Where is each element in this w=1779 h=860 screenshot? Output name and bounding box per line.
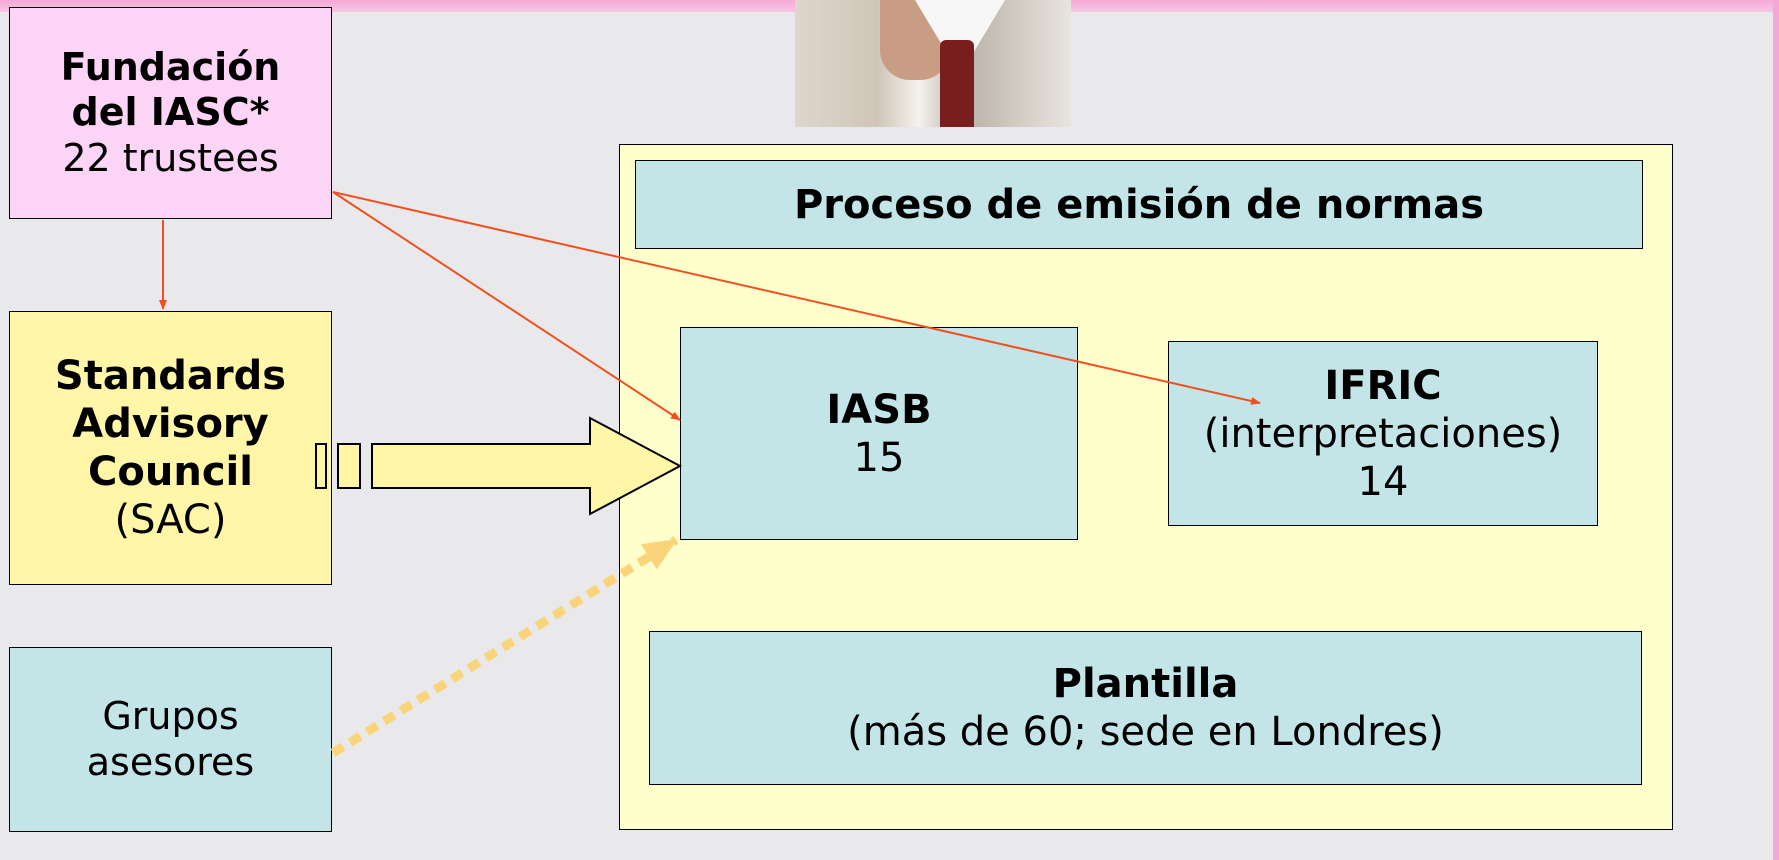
sac-box: Standards Advisory Council (SAC) [9,311,332,585]
person-photo [795,0,1071,127]
iasb-count: 15 [853,434,905,481]
process-title-box: Proceso de emisión de normas [635,160,1643,249]
advisory-line2: asesores [86,739,255,784]
ifric-title: IFRIC [1324,362,1442,409]
iasb-title: IASB [826,386,932,433]
sac-line2: Advisory [72,401,269,447]
staff-title: Plantilla [1052,661,1239,707]
right-frame-border [1773,0,1779,860]
tie-shape [940,40,974,127]
iasb-box: IASB 15 [680,327,1078,540]
ifric-count: 14 [1357,458,1409,505]
sac-line3: Council [88,449,253,495]
foundation-title-line1: Fundación [60,44,281,89]
process-title: Proceso de emisión de normas [793,181,1485,228]
staff-box: Plantilla (más de 60; sede en Londres) [649,631,1642,785]
ifric-box: IFRIC (interpretaciones) 14 [1168,341,1598,526]
foundation-title-line2: del IASC* [71,90,270,135]
foundation-subtitle: 22 trustees [62,135,279,180]
sac-line4: (SAC) [114,497,227,543]
ifric-subtitle: (interpretaciones) [1203,410,1563,457]
advisory-groups-box: Grupos asesores [9,647,332,832]
foundation-box: Fundación del IASC* 22 trustees [9,7,332,219]
staff-subtitle: (más de 60; sede en Londres) [847,709,1444,755]
sac-line1: Standards [54,353,287,399]
advisory-line1: Grupos [102,693,239,738]
